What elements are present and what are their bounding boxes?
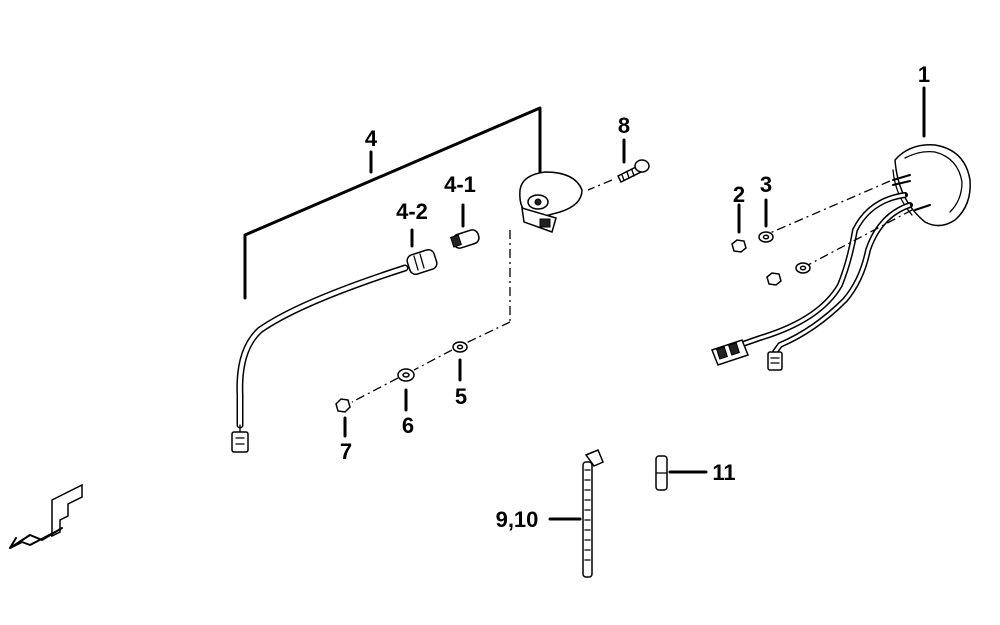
callout-4-1: 4-1: [444, 172, 476, 197]
nut-7: [335, 398, 351, 438]
tail-lamp-1: [711, 86, 971, 371]
nuts-2: [731, 203, 782, 286]
license-lamp-cable: [231, 264, 409, 453]
front-direction-arrow-icon: [9, 483, 83, 549]
screw-8: [587, 138, 650, 191]
washer-6: [397, 368, 415, 412]
callout-4: 4: [365, 126, 378, 151]
callout-5: 5: [455, 384, 467, 409]
callout-4-2: 4-2: [396, 199, 428, 224]
callout-9-10: 9,10: [496, 507, 539, 532]
license-lamp-housing: [519, 171, 583, 233]
callout-6: 6: [402, 413, 414, 438]
assembly-4-bracket: [243, 106, 542, 300]
callout-7: 7: [340, 439, 352, 464]
washer-5: [452, 341, 468, 382]
callout-3: 3: [760, 172, 772, 197]
bulb-4-1: [450, 203, 480, 249]
bulb-socket-4-2: [406, 228, 438, 276]
callout-8: 8: [618, 113, 630, 138]
clip-11: [655, 455, 708, 491]
callout-2: 2: [733, 182, 745, 207]
washers-3: [758, 198, 811, 274]
cable-tie-9-10: [548, 449, 604, 578]
callout-11: 11: [712, 460, 735, 485]
callout-1: 1: [918, 62, 930, 87]
